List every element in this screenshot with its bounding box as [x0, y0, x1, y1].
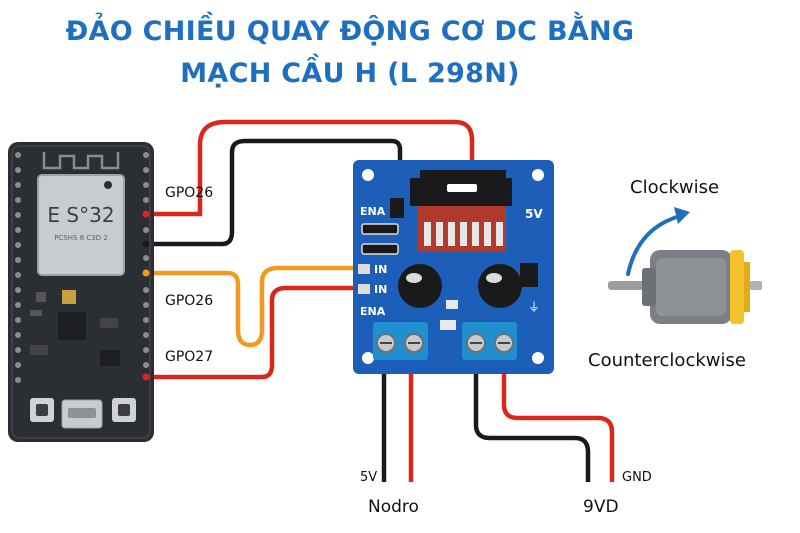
label-ena-bottom: ENA — [360, 305, 386, 318]
ena-jumper-bottom[interactable] — [361, 243, 399, 255]
svg-text:⏚: ⏚ — [528, 300, 540, 314]
label-ena-top: ENA — [360, 205, 386, 218]
ena-jumper-top[interactable] — [361, 223, 399, 235]
terminal-label-left: 5V — [360, 470, 378, 485]
pin-label-gpio-mid: GPO26 — [165, 293, 214, 309]
terminal-caption-left: Nodro — [368, 497, 419, 517]
terminal-label-right: GND — [622, 470, 652, 485]
label-clockwise: Clockwise — [630, 177, 720, 198]
wire-red-top — [145, 119, 475, 217]
pin-label-gpio-low: GPO27 — [165, 349, 214, 365]
label-volt: 5V — [525, 207, 543, 221]
terminal-caption-right: 9VD — [583, 497, 619, 517]
diagram-title-line1: ĐẢO CHIỀU QUAY ĐỘNG CƠ DC BẰNG — [65, 16, 635, 47]
wire-terminal-black-right — [473, 352, 591, 482]
pin-label-gpio-top: GPO26 — [165, 185, 214, 201]
rotation-arrowhead — [674, 207, 690, 224]
esp32-module-shield — [37, 174, 125, 276]
wire-red-lower — [145, 285, 373, 380]
diagram-title-line2: MẠCH CẦU H (L 298N) — [180, 58, 520, 89]
label-in1: IN — [374, 263, 387, 276]
esp32-chip-sublabel: PCSHS 8 C3D 2 — [54, 234, 108, 242]
wire-orange — [145, 265, 373, 348]
l298n-driver-board: ⏚ — [353, 160, 554, 374]
label-counterclockwise: Counterclockwise — [588, 350, 746, 371]
rotation-arrow — [626, 214, 682, 276]
wire-terminal-red-right — [501, 352, 615, 482]
esp32-chip-label: E S°32 — [47, 203, 114, 227]
label-in2: IN — [374, 283, 387, 296]
dc-motor — [608, 250, 762, 324]
wire-black-top — [145, 138, 403, 247]
esp32-board — [8, 142, 154, 442]
